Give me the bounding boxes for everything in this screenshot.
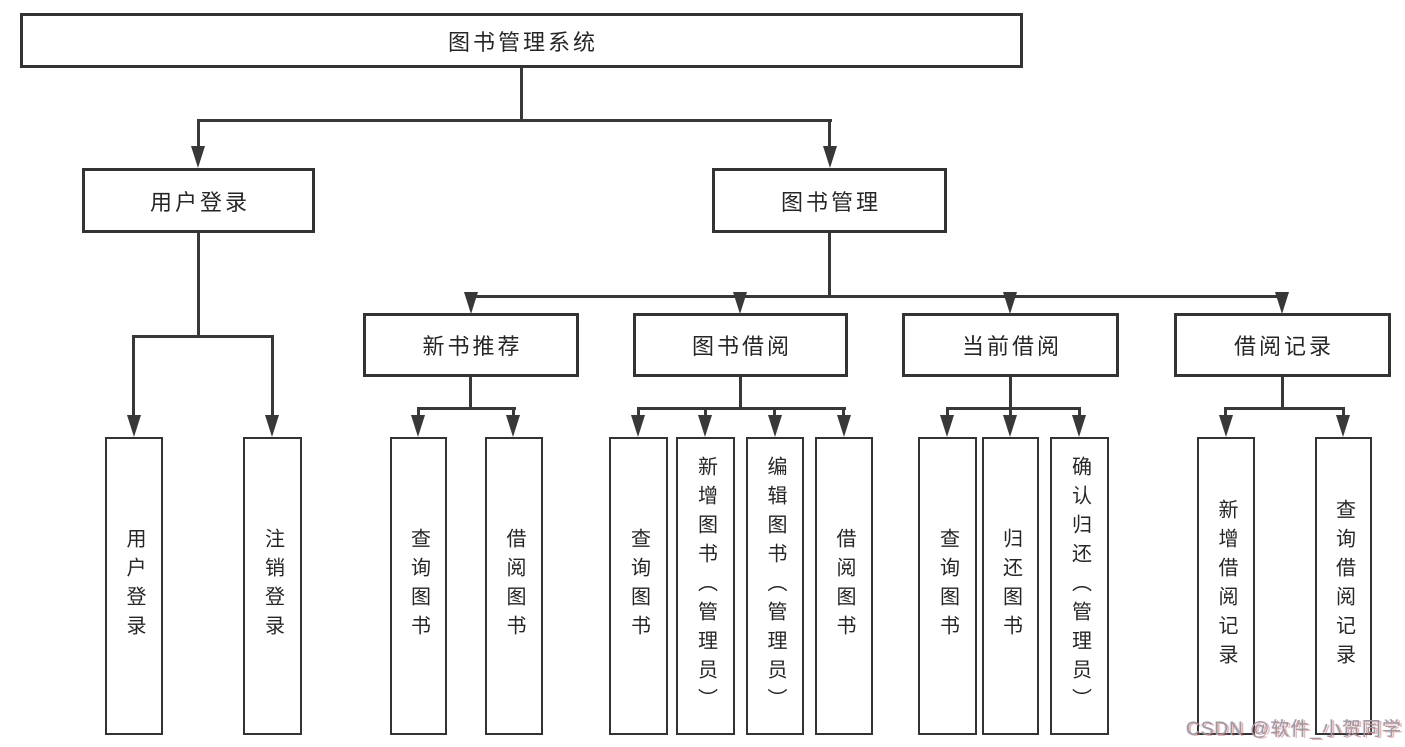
connector-line [512, 407, 515, 416]
connector-line [1224, 407, 1345, 410]
connector-line [773, 407, 776, 416]
connector-line [1009, 377, 1012, 409]
arrowhead-down-icon [1336, 415, 1350, 437]
connector-line [132, 335, 274, 338]
node-label: 查询图书 [936, 528, 959, 644]
connector-line [197, 233, 200, 337]
node-label: 归还图书 [999, 528, 1022, 644]
node-label: 图书借阅 [691, 334, 792, 359]
node-label: 新增图书（管理员） [694, 455, 717, 717]
connector-line [1224, 407, 1227, 416]
leaf-borrow-book: 借阅图书 [815, 437, 873, 735]
leaf-user-login: 用户登录 [105, 437, 163, 735]
connector-line [739, 377, 742, 409]
node-label: 图书管理系统 [447, 29, 598, 55]
leaf-logout: 注销登录 [243, 437, 302, 735]
csdn-watermark: CSDN @软件_小贺同学 [1186, 719, 1402, 740]
arrowhead-down-icon [1275, 292, 1289, 314]
node-label: 图书管理 [780, 189, 881, 215]
node-label: 当前借阅 [961, 334, 1062, 359]
connector-line [132, 335, 135, 415]
connector-line [1281, 377, 1284, 409]
leaf-confirm-return-admin: 确认归还（管理员） [1050, 437, 1109, 735]
connector-line [1078, 407, 1081, 416]
leaf-borrow-book-recommend: 借阅图书 [485, 437, 543, 735]
connector-line [637, 407, 846, 410]
connector-line [197, 119, 200, 146]
arrowhead-down-icon [127, 415, 141, 437]
connector-line [469, 295, 1283, 298]
arrowhead-down-icon [464, 292, 478, 314]
arrowhead-down-icon [698, 415, 712, 437]
node-label: 借阅图书 [503, 528, 525, 644]
node-current-borrow: 当前借阅 [902, 313, 1119, 377]
leaf-return-book: 归还图书 [982, 437, 1039, 735]
node-label: 查询借阅记录 [1332, 499, 1355, 673]
node-label: 新增借阅记录 [1215, 499, 1237, 673]
connector-line [704, 407, 707, 416]
connector-line [842, 407, 845, 416]
connector-line [828, 119, 831, 146]
node-borrow-records: 借阅记录 [1174, 313, 1391, 377]
connector-line [520, 68, 523, 122]
leaf-add-borrow-record: 新增借阅记录 [1197, 437, 1255, 735]
leaf-query-book-current: 查询图书 [918, 437, 977, 735]
connector-line [271, 335, 274, 415]
leaf-query-book-recommend: 查询图书 [390, 437, 447, 735]
arrowhead-down-icon [191, 146, 205, 168]
arrowhead-down-icon [506, 415, 520, 437]
node-label: 用户登录 [149, 189, 250, 215]
node-book-management: 图书管理 [712, 168, 947, 233]
arrowhead-down-icon [1072, 415, 1086, 437]
node-book-borrow: 图书借阅 [633, 313, 848, 377]
node-label: 用户登录 [123, 528, 145, 644]
node-label: 借阅图书 [833, 528, 855, 644]
arrowhead-down-icon [1003, 415, 1017, 437]
connector-line [637, 407, 640, 416]
node-label: 编辑图书（管理员） [764, 455, 786, 717]
leaf-query-book-borrow: 查询图书 [609, 437, 668, 735]
arrowhead-down-icon [837, 415, 851, 437]
connector-line [946, 407, 949, 416]
node-label: 新书推荐 [422, 334, 523, 359]
arrowhead-down-icon [823, 146, 837, 168]
arrowhead-down-icon [940, 415, 954, 437]
connector-line [828, 233, 831, 297]
node-root-library-system: 图书管理系统 [20, 13, 1023, 68]
connector-line [1009, 407, 1012, 416]
connector-line [417, 407, 420, 416]
connector-line [197, 119, 832, 122]
arrowhead-down-icon [411, 415, 425, 437]
leaf-query-borrow-record: 查询借阅记录 [1315, 437, 1372, 735]
node-label: 确认归还（管理员） [1068, 455, 1091, 717]
node-new-book-recommend: 新书推荐 [363, 313, 579, 377]
arrowhead-down-icon [265, 415, 279, 437]
connector-line [946, 407, 1081, 410]
node-label: 借阅记录 [1233, 334, 1334, 359]
arrowhead-down-icon [631, 415, 645, 437]
node-user-login: 用户登录 [82, 168, 315, 233]
connector-line [417, 407, 516, 410]
arrowhead-down-icon [733, 292, 747, 314]
arrowhead-down-icon [1003, 292, 1017, 314]
arrowhead-down-icon [768, 415, 782, 437]
node-label: 注销登录 [261, 528, 284, 644]
leaf-edit-book-admin: 编辑图书（管理员） [746, 437, 804, 735]
connector-line [1342, 407, 1345, 416]
connector-line [469, 377, 472, 409]
node-label: 查询图书 [407, 528, 430, 644]
leaf-add-book-admin: 新增图书（管理员） [676, 437, 735, 735]
arrowhead-down-icon [1219, 415, 1233, 437]
node-label: 查询图书 [627, 528, 650, 644]
